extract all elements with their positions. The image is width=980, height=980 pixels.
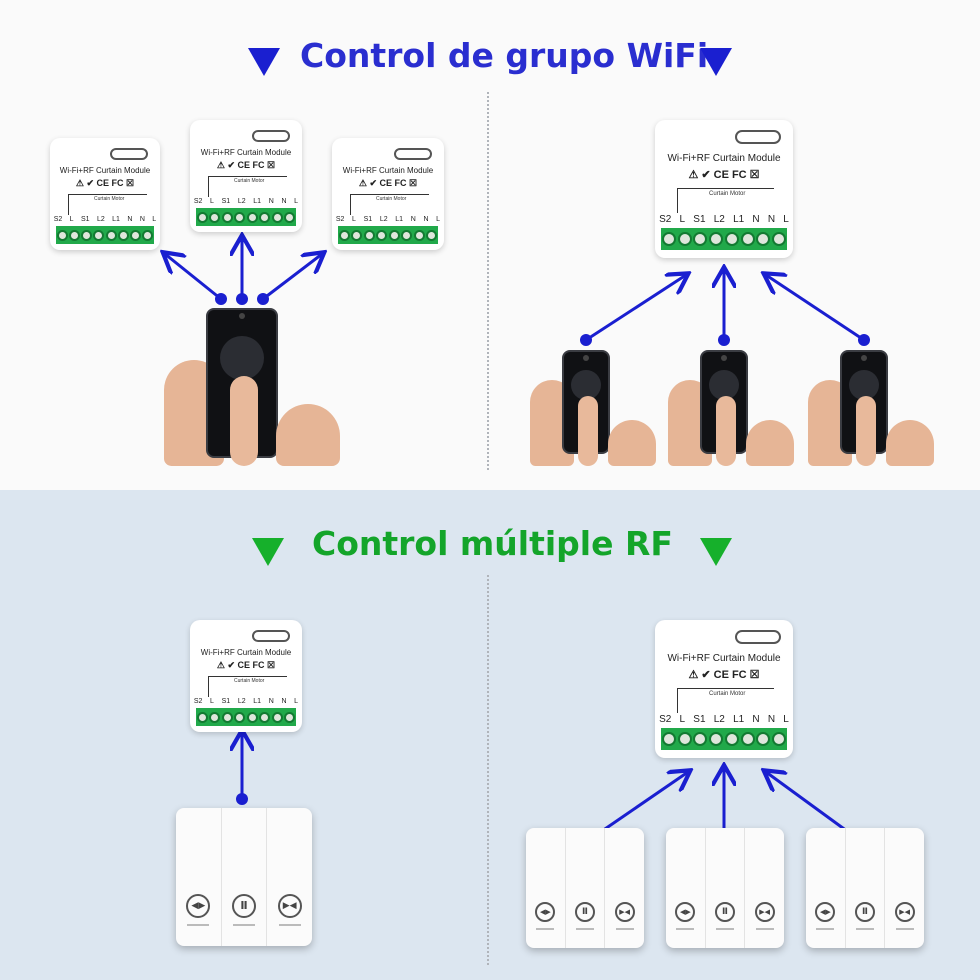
switch-key-close[interactable]: ▶◀ — [267, 808, 312, 946]
curtain-close-icon: ▶◀ — [277, 894, 302, 918]
switch-key-pause[interactable]: Ⅱ — [846, 828, 886, 948]
motor-label: Curtain Motor — [376, 196, 407, 202]
motor-label: Curtain Motor — [234, 678, 265, 684]
screw-terminal — [196, 208, 296, 226]
curtain-module: Wi-Fi+RF Curtain Module ⚠ ✔ CE FC ☒ Curt… — [332, 138, 444, 250]
screw-terminal — [661, 228, 787, 250]
pause-icon: Ⅱ — [855, 902, 875, 922]
smartphone — [562, 350, 610, 454]
curtain-open-icon: ◀▶ — [675, 902, 696, 922]
screw-terminal — [56, 226, 154, 244]
curtain-module: Wi-Fi+RF Curtain Module ⚠ ✔ CE FC ☒ Curt… — [190, 620, 302, 732]
finger — [856, 396, 876, 466]
screw-terminal — [661, 728, 787, 750]
module-title: Wi-Fi+RF Curtain Module — [59, 166, 151, 175]
certification-icons: ⚠ ✔ CE FC ☒ — [688, 169, 760, 181]
finger — [578, 396, 598, 466]
wifi-section-title: Control de grupo WiFi — [300, 36, 709, 75]
hand — [276, 404, 340, 466]
screw-terminal — [196, 708, 296, 726]
triangle-down-icon — [700, 48, 732, 76]
wiring-diagram — [677, 188, 774, 213]
top-divider — [487, 92, 489, 470]
module-title: Wi-Fi+RF Curtain Module — [667, 653, 781, 664]
curtain-module: Wi-Fi+RF Curtain Module ⚠ ✔ CE FC ☒ Curt… — [655, 620, 793, 758]
switch-key-open[interactable]: ◀▶ — [176, 808, 222, 946]
triangle-down-icon — [248, 48, 280, 76]
module-title: Wi-Fi+RF Curtain Module — [200, 148, 292, 157]
switch-key-open[interactable]: ◀▶ — [806, 828, 846, 948]
rf-wall-switch: ◀▶ Ⅱ ▶◀ — [806, 828, 924, 948]
certification-icons: ⚠ ✔ CE FC ☒ — [688, 669, 760, 681]
curtain-module: Wi-Fi+RF Curtain Module ⚠ ✔ CE FC ☒ Curt… — [190, 120, 302, 232]
certification-icons: ⚠ ✔ CE FC ☒ — [216, 660, 276, 670]
module-title: Wi-Fi+RF Curtain Module — [667, 153, 781, 164]
wiring-diagram — [68, 194, 147, 215]
rf-section-title: Control múltiple RF — [312, 524, 673, 563]
certification-icons: ⚠ ✔ CE FC ☒ — [358, 178, 418, 188]
finger — [716, 396, 736, 466]
curtain-module: Wi-Fi+RF Curtain Module ⚠ ✔ CE FC ☒ Curt… — [655, 120, 793, 258]
hand — [746, 420, 794, 466]
rf-wall-switch: ◀▶ Ⅱ ▶◀ — [526, 828, 644, 948]
bottom-divider — [487, 575, 489, 965]
certification-icons: ⚠ ✔ CE FC ☒ — [75, 178, 135, 188]
motor-label: Curtain Motor — [709, 191, 746, 197]
pause-icon: Ⅱ — [232, 894, 256, 918]
triangle-down-icon — [252, 538, 284, 566]
module-title: Wi-Fi+RF Curtain Module — [200, 648, 292, 657]
switch-key-pause[interactable]: Ⅱ — [222, 808, 268, 946]
screw-terminal — [338, 226, 438, 244]
rf-wall-switch: ◀▶ Ⅱ ▶◀ — [176, 808, 312, 946]
pause-icon: Ⅱ — [715, 902, 735, 922]
switch-key-close[interactable]: ▶◀ — [605, 828, 644, 948]
motor-label: Curtain Motor — [709, 691, 746, 697]
curtain-close-icon: ▶◀ — [614, 902, 635, 922]
module-title: Wi-Fi+RF Curtain Module — [342, 166, 434, 175]
curtain-module: Wi-Fi+RF Curtain Module ⚠ ✔ CE FC ☒ Curt… — [50, 138, 160, 250]
switch-key-pause[interactable]: Ⅱ — [706, 828, 746, 948]
pause-icon: Ⅱ — [575, 902, 595, 922]
wiring-diagram — [677, 688, 774, 713]
triangle-down-icon — [700, 538, 732, 566]
motor-label: Curtain Motor — [94, 196, 125, 202]
finger — [230, 376, 258, 466]
rf-wall-switch: ◀▶ Ⅱ ▶◀ — [666, 828, 784, 948]
switch-key-close[interactable]: ▶◀ — [745, 828, 784, 948]
switch-key-close[interactable]: ▶◀ — [885, 828, 924, 948]
motor-label: Curtain Motor — [234, 178, 265, 184]
wiring-diagram — [208, 676, 287, 697]
switch-key-open[interactable]: ◀▶ — [666, 828, 706, 948]
curtain-open-icon: ◀▶ — [186, 894, 211, 918]
switch-key-pause[interactable]: Ⅱ — [566, 828, 606, 948]
curtain-close-icon: ▶◀ — [754, 902, 775, 922]
curtain-open-icon: ◀▶ — [815, 902, 836, 922]
switch-key-open[interactable]: ◀▶ — [526, 828, 566, 948]
wiring-diagram — [208, 176, 287, 197]
curtain-close-icon: ▶◀ — [894, 902, 915, 922]
hand — [886, 420, 934, 466]
certification-icons: ⚠ ✔ CE FC ☒ — [216, 160, 276, 170]
hand — [608, 420, 656, 466]
wiring-diagram — [350, 194, 429, 215]
curtain-open-icon: ◀▶ — [535, 902, 556, 922]
